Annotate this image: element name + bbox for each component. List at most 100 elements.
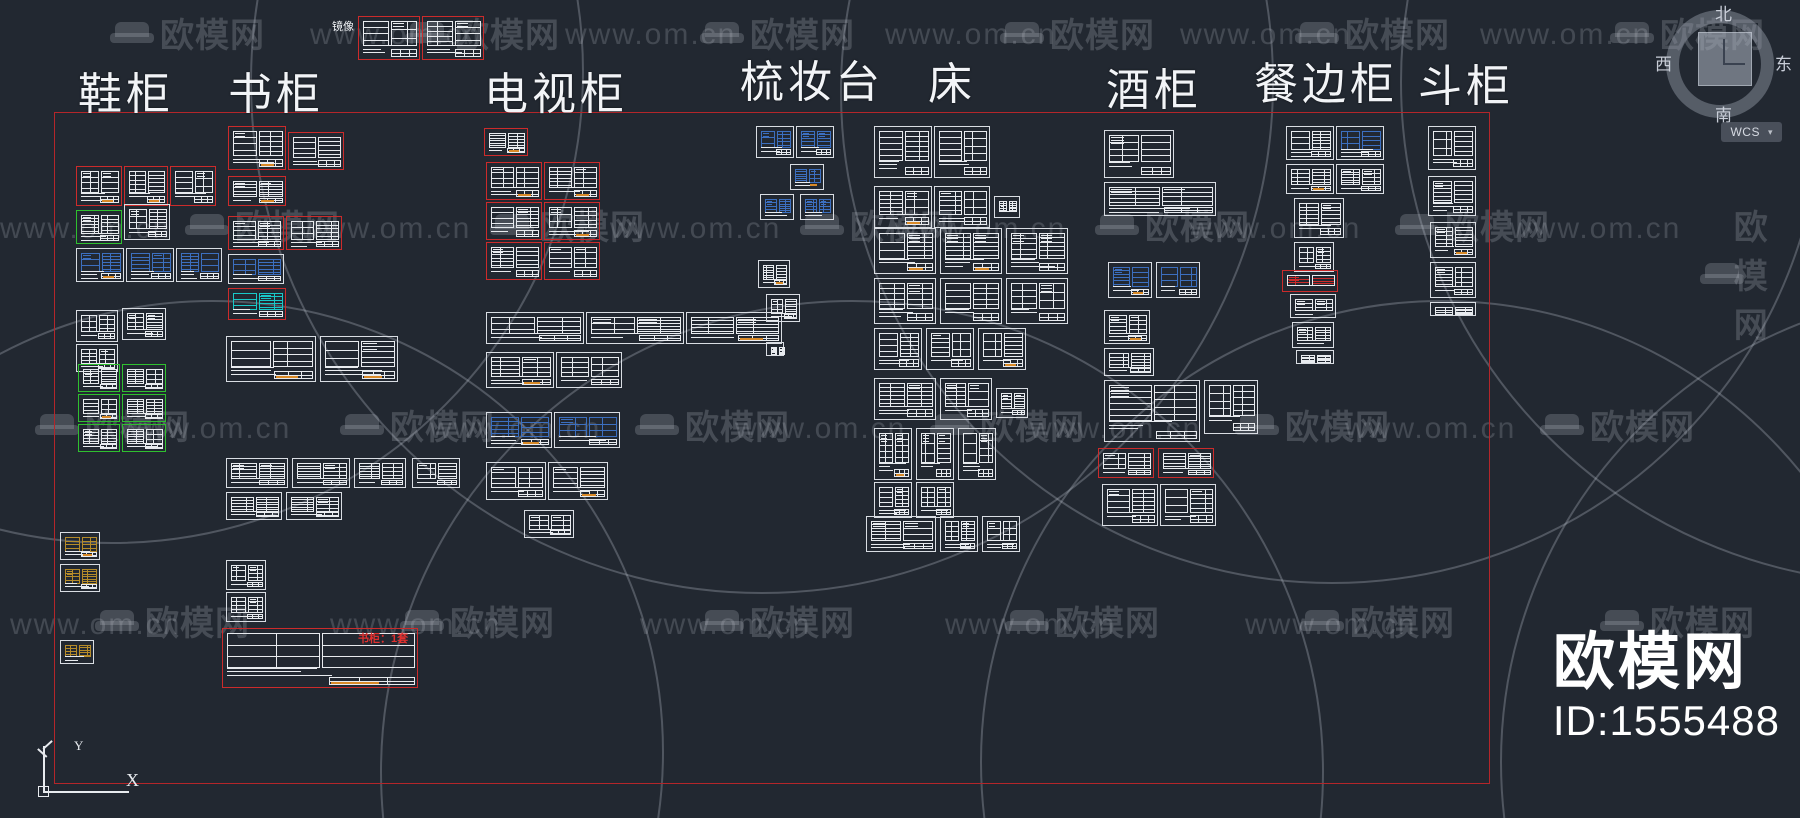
- drawing-block[interactable]: [874, 428, 912, 480]
- drawing-block[interactable]: [866, 516, 936, 552]
- drawing-block[interactable]: [524, 510, 574, 538]
- drawing-block[interactable]: [544, 162, 600, 200]
- drawing-block[interactable]: [176, 248, 222, 282]
- drawing-block[interactable]: [1428, 176, 1476, 216]
- drawing-block[interactable]: [790, 164, 824, 190]
- view-cube[interactable]: 北 南 西 东: [1655, 2, 1792, 132]
- drawing-block[interactable]: [756, 126, 794, 158]
- drawing-block[interactable]: [940, 516, 978, 552]
- drawing-block[interactable]: [122, 308, 166, 340]
- drawing-block[interactable]: [874, 482, 912, 518]
- drawing-block[interactable]: [226, 458, 288, 488]
- drawing-block[interactable]: [226, 492, 282, 520]
- drawing-block[interactable]: [76, 166, 122, 206]
- drawing-block[interactable]: [1430, 222, 1476, 258]
- drawing-block[interactable]: [78, 394, 120, 422]
- drawing-block[interactable]: [1104, 130, 1174, 178]
- drawing-block[interactable]: [60, 640, 94, 664]
- drawing-block[interactable]: [874, 228, 936, 274]
- drawing-block[interactable]: [1104, 182, 1216, 216]
- drawing-block[interactable]: [548, 462, 608, 500]
- drawing-block[interactable]: [76, 210, 122, 244]
- drawing-block[interactable]: [354, 458, 406, 488]
- drawing-block[interactable]: [288, 132, 344, 170]
- drawing-block[interactable]: [796, 126, 834, 158]
- drawing-block[interactable]: [1006, 278, 1068, 324]
- drawing-block[interactable]: [486, 462, 546, 500]
- drawing-block[interactable]: [958, 428, 996, 480]
- drawing-block[interactable]: [286, 216, 342, 250]
- drawing-block[interactable]: [1336, 164, 1384, 194]
- drawing-block[interactable]: [982, 516, 1020, 552]
- drawing-block[interactable]: [222, 628, 418, 688]
- drawing-block[interactable]: [874, 186, 932, 228]
- drawing-block[interactable]: [124, 166, 168, 206]
- drawing-block[interactable]: [228, 126, 286, 170]
- drawing-block[interactable]: [226, 336, 316, 382]
- drawing-block[interactable]: [1006, 228, 1068, 274]
- drawing-block[interactable]: [60, 564, 100, 592]
- drawing-block[interactable]: [228, 176, 286, 206]
- drawing-block[interactable]: [76, 248, 124, 282]
- drawing-block[interactable]: [486, 352, 554, 388]
- drawing-block[interactable]: [486, 312, 584, 344]
- drawing-block[interactable]: [78, 364, 120, 392]
- coordinate-system-dropdown[interactable]: WCS ▾: [1721, 122, 1782, 142]
- drawing-block[interactable]: [996, 388, 1028, 418]
- drawing-block[interactable]: [766, 342, 785, 356]
- drawing-block[interactable]: [486, 242, 542, 280]
- drawing-block[interactable]: [228, 216, 284, 250]
- drawing-block[interactable]: [1108, 262, 1152, 298]
- drawing-block[interactable]: [978, 328, 1026, 370]
- drawing-block[interactable]: [486, 162, 542, 200]
- drawing-block[interactable]: [760, 194, 794, 220]
- drawing-block[interactable]: [484, 128, 528, 156]
- drawing-block[interactable]: [228, 288, 286, 320]
- drawing-block[interactable]: [1160, 484, 1216, 526]
- drawing-block[interactable]: [874, 278, 936, 324]
- drawing-block[interactable]: [1286, 126, 1334, 160]
- drawing-block[interactable]: [226, 592, 266, 622]
- drawing-block[interactable]: [126, 248, 174, 282]
- drawing-block[interactable]: [758, 260, 790, 288]
- drawing-block[interactable]: [1204, 380, 1258, 434]
- drawing-block[interactable]: [940, 378, 992, 420]
- drawing-block[interactable]: [1296, 350, 1334, 364]
- drawing-block[interactable]: [122, 424, 166, 452]
- drawing-block[interactable]: [1158, 448, 1214, 478]
- drawing-block[interactable]: [994, 196, 1020, 218]
- drawing-block[interactable]: [320, 336, 398, 382]
- drawing-block[interactable]: [1336, 126, 1384, 160]
- drawing-block[interactable]: [486, 412, 552, 448]
- drawing-block[interactable]: [1294, 198, 1344, 238]
- drawing-block[interactable]: [940, 228, 1002, 274]
- drawing-block[interactable]: [586, 312, 684, 344]
- drawing-block[interactable]: [1294, 242, 1334, 272]
- drawing-block[interactable]: [412, 458, 460, 488]
- drawing-block[interactable]: [544, 242, 600, 280]
- drawing-block[interactable]: [556, 352, 622, 388]
- drawing-block[interactable]: [1104, 380, 1200, 442]
- drawing-block[interactable]: [486, 202, 542, 240]
- drawing-block[interactable]: [800, 194, 834, 220]
- drawing-block[interactable]: [1104, 348, 1154, 376]
- drawing-block[interactable]: [226, 560, 266, 590]
- drawing-block[interactable]: [544, 202, 600, 240]
- drawing-block[interactable]: [1286, 164, 1334, 194]
- drawing-block[interactable]: [1282, 270, 1338, 292]
- drawing-block[interactable]: [934, 186, 990, 228]
- drawing-block[interactable]: [766, 294, 800, 322]
- drawing-block[interactable]: [422, 16, 484, 60]
- drawing-block[interactable]: [1430, 262, 1476, 298]
- drawing-block[interactable]: [1430, 302, 1476, 316]
- drawing-block[interactable]: [926, 328, 974, 370]
- drawing-block[interactable]: [1102, 484, 1158, 526]
- drawing-block[interactable]: [1292, 322, 1334, 348]
- drawing-block[interactable]: [124, 204, 170, 240]
- drawing-block[interactable]: [60, 532, 100, 560]
- drawing-block[interactable]: [1290, 294, 1336, 318]
- drawing-block[interactable]: [916, 482, 954, 518]
- drawing-block[interactable]: [122, 364, 166, 392]
- drawing-block[interactable]: [916, 428, 954, 480]
